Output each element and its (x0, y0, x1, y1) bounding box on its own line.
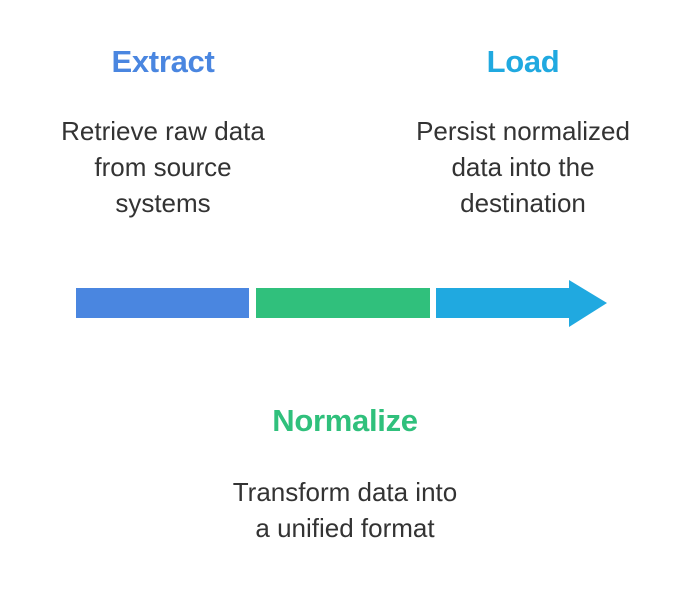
extract-description-line-2: from source (94, 152, 232, 182)
normalize-description-line-1: Transform data into (232, 477, 458, 507)
load-stage-title: Load (486, 44, 560, 79)
extract-stage-description: Retrieve raw data from source systems (25, 113, 301, 221)
normalize-description-line-2: a unified format (255, 513, 435, 543)
load-segment-arrowhead (436, 280, 607, 327)
load-description-line-1: Persist normalized (416, 116, 630, 146)
extract-description-line-1: Retrieve raw data (61, 116, 265, 146)
load-description-line-3: destination (460, 188, 586, 218)
load-stage-description: Persist normalized data into the destina… (372, 113, 674, 221)
extract-stage-title: Extract (111, 44, 215, 79)
extract-description-line-3: systems (115, 188, 211, 218)
normalize-stage-description: Transform data into a unified format (175, 474, 515, 546)
normalize-stage-title: Normalize (272, 403, 418, 438)
extract-segment (76, 288, 249, 318)
normalize-segment (256, 288, 430, 318)
load-description-line-2: data into the (451, 152, 595, 182)
